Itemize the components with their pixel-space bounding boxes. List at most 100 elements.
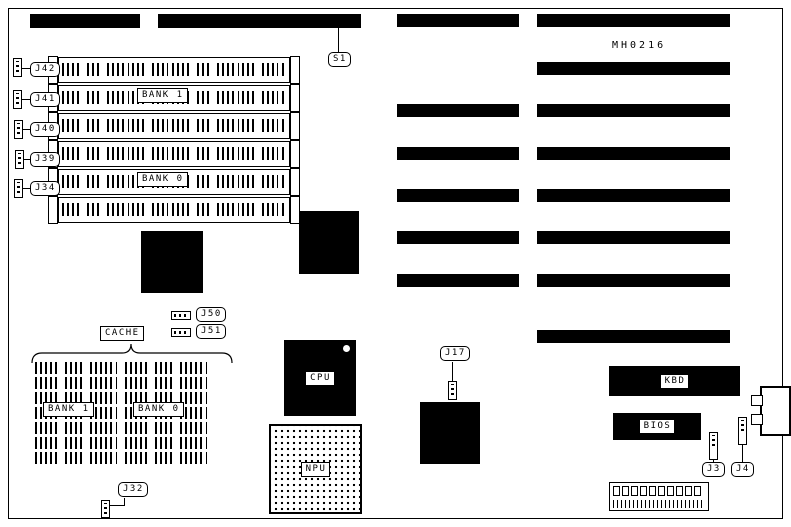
qfp-chip [294,206,364,279]
jumper-icon [709,432,718,460]
jumper-icon [171,311,191,320]
expansion-slot [537,104,730,117]
jumper-label-j3: J3 [702,462,725,477]
expansion-slot [537,62,730,75]
cache-chip-row [125,452,207,464]
cache-chip-row [125,437,207,449]
board-outline [8,8,783,519]
jumper-icon [101,500,110,518]
qfp-chip [415,397,485,469]
jumper-label-j4: J4 [731,462,754,477]
cache-brace-icon [31,343,233,364]
pin-square [658,486,665,496]
kbd-chip: KBD [609,366,740,396]
cache-chip-row [35,452,117,464]
expansion-slot [397,274,519,287]
leader-line [22,188,30,189]
expansion-slot [397,231,519,244]
pin-square [649,486,656,496]
memory-chips-pattern [62,203,286,216]
leader-line [742,443,743,463]
leader-line [452,362,453,381]
cache-chip-row [35,422,117,434]
cache-title-label: CACHE [100,326,144,341]
expansion-slot [537,274,730,287]
expansion-slot [537,330,730,343]
expansion-slot [537,147,730,160]
memory-chips-pattern [62,119,286,132]
keyboard-connector [751,386,791,436]
cache-bank1-label: BANK 1 [43,402,94,417]
leader-line [22,129,30,130]
expansion-slot [537,231,730,244]
leader-line [23,159,30,160]
memory-bank0-label: BANK 0 [137,172,188,187]
slot-bar [158,14,361,28]
dip-switch-block [609,482,709,511]
cpu-chip: CPU [284,340,356,416]
connector-icon [14,120,23,139]
expansion-slot [397,104,519,117]
jumper-label-j17: J17 [440,346,470,361]
pin-square [640,486,647,496]
connector-icon [13,58,22,77]
pin-square [631,486,638,496]
expansion-slot [537,189,730,202]
connector-tab [751,414,763,425]
connector-icon [13,90,22,109]
connector-icon [15,150,24,169]
expansion-slot [397,14,519,27]
memory-chips-pattern [62,63,286,76]
cache-chip-row [35,362,117,374]
cache-chip-row [125,422,207,434]
pin-square [694,486,701,496]
jumper-icon [738,417,747,445]
cache-bank0-label: BANK 0 [133,402,184,417]
slot-bar [30,14,140,28]
connector-label-j41: J41 [30,92,60,107]
jumper-icon [171,328,191,337]
pin-square [622,486,629,496]
pin-row [610,483,708,496]
connector-label-j34: J34 [30,181,60,196]
connector-label-j42: J42 [30,62,60,77]
expansion-slot [397,147,519,160]
part-number: MH0216 [612,40,667,51]
cache-chip-row [125,392,207,404]
npu-socket: NPU [269,424,362,514]
simm-socket [48,112,300,140]
cache-chip-row [35,377,117,389]
connector-label-j40: J40 [30,122,60,137]
qfp-chip [136,226,208,298]
cache-chip-row [125,362,207,374]
pin-square [685,486,692,496]
connector-icon [14,179,23,198]
cache-chip-row [125,377,207,389]
leader-line [21,68,30,69]
expansion-slot [397,189,519,202]
cpu-label: CPU [305,370,335,386]
cache-chip-row [35,392,117,404]
simm-socket [48,140,300,168]
bios-chip: BIOS [613,413,701,440]
leader-line [109,505,125,506]
memory-bank1-label: BANK 1 [137,88,188,103]
leader-line [124,498,125,506]
leader-line [21,99,30,100]
jumper-label-j51: J51 [196,324,226,339]
switch-label-s1: S1 [328,52,351,67]
simm-socket [48,56,300,84]
cache-chip-row [35,437,117,449]
pin-square [667,486,674,496]
leader-line [338,28,339,52]
expansion-slot [537,14,730,27]
memory-chips-pattern [62,147,286,160]
simm-socket [48,196,300,224]
leader-line [713,458,714,463]
npu-label: NPU [300,461,331,477]
jumper-label-j32: J32 [118,482,148,497]
bios-label: BIOS [638,419,676,434]
pin-square [613,486,620,496]
connector-tab [751,395,763,406]
